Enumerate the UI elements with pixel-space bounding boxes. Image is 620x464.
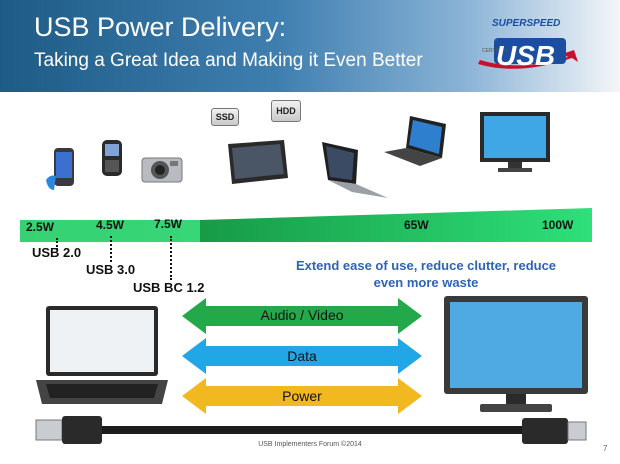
usb-logo-icon	[478, 38, 578, 69]
smartphone-icon	[46, 148, 74, 190]
superspeed-usb-logo: SUPERSPEED CERTIFIED USB	[474, 18, 584, 80]
ssd-drive-icon: SSD	[211, 108, 239, 126]
tagline-line-1: Extend ease of use, reduce clutter, redu…	[295, 258, 557, 273]
power-level-7-5w: 7.5W	[154, 217, 183, 231]
hdd-drive-icon: HDD	[271, 100, 301, 122]
blackberry-phone-icon	[102, 140, 122, 176]
audio-video-arrow	[182, 298, 422, 334]
data-arrow	[182, 338, 422, 374]
usbbc-marker-line	[170, 236, 172, 280]
logo-superspeed-text: SUPERSPEED	[492, 18, 561, 29]
logo-usb-text: USB	[496, 40, 556, 71]
monitor-icon	[480, 112, 550, 172]
tablet-icon	[228, 140, 288, 184]
power-level-2-5w: 2.5W	[26, 220, 55, 234]
arrows-graphic	[182, 298, 422, 414]
footer-text: USB Implementers Forum ©2014	[258, 441, 362, 448]
power-bar-graphic	[20, 208, 592, 242]
slide-title: USB Power Delivery:	[34, 12, 287, 42]
display-monitor-icon	[444, 296, 588, 412]
power-level-4-5w: 4.5W	[96, 218, 125, 232]
large-laptop-icon	[36, 306, 168, 404]
laptop-icon	[384, 116, 446, 166]
power-scale-bar: 2.5W 4.5W 7.5W 65W 100W	[20, 208, 592, 242]
camera-icon	[141, 157, 183, 183]
power-label: Power	[282, 388, 322, 404]
tagline: Extend ease of use, reduce clutter, redu…	[272, 257, 580, 291]
usb-bc-1-2-label: USB BC 1.2	[133, 280, 205, 295]
tagline-line-2: even more waste	[373, 275, 479, 290]
usb3-marker-line	[110, 236, 112, 262]
power-level-100w: 100W	[542, 218, 574, 232]
usb-3-0-label: USB 3.0	[86, 262, 136, 277]
power-level-65w: 65W	[404, 218, 429, 232]
usb-2-0-label: USB 2.0	[32, 245, 82, 260]
page-number: 7	[603, 444, 608, 453]
slide-subtitle: Taking a Great Idea and Making it Even B…	[34, 50, 423, 71]
audio-video-label: Audio / Video	[260, 307, 344, 323]
logo-certified-text: CERTIFIED	[482, 48, 509, 54]
usb2-marker-line	[56, 238, 58, 250]
ultrabook-icon	[322, 142, 388, 198]
header-banner: USB Power Delivery: Taking a Great Idea …	[0, 0, 620, 92]
usb-cable-graphic	[35, 416, 587, 444]
data-label: Data	[287, 348, 317, 364]
power-arrow	[182, 378, 422, 414]
